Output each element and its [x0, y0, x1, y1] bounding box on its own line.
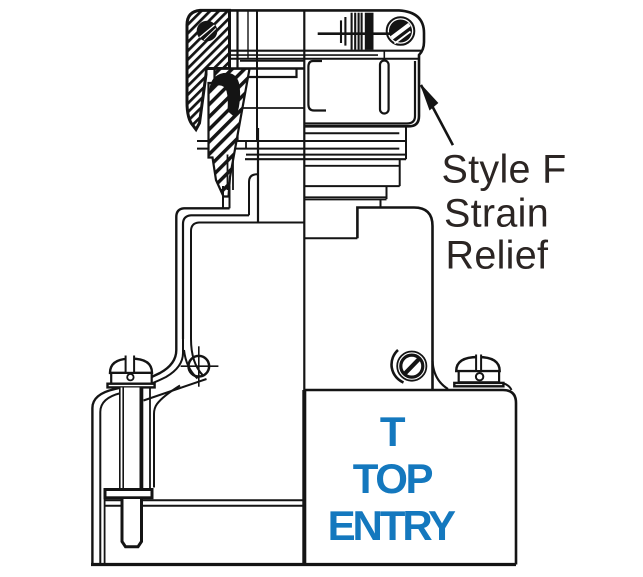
- svg-text:T: T: [380, 408, 406, 455]
- svg-text:Strain: Strain: [444, 191, 549, 235]
- svg-text:Relief: Relief: [446, 234, 550, 278]
- svg-text:TOP: TOP: [353, 455, 433, 502]
- svg-text:ENTRY: ENTRY: [328, 502, 456, 549]
- svg-text:Style F: Style F: [442, 147, 567, 191]
